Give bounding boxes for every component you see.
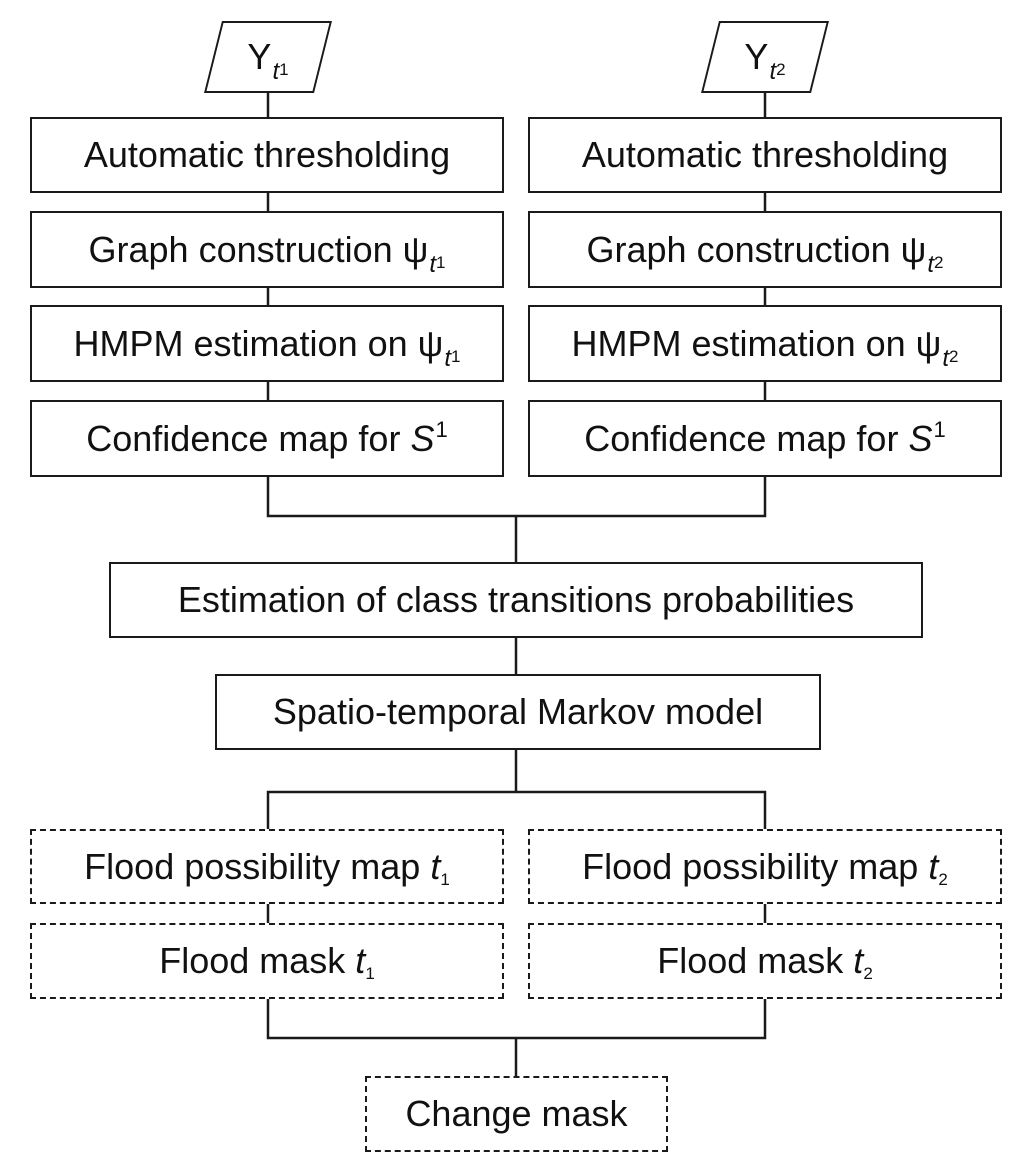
left-hmpm-box: HMPM estimation on ψt1: [30, 305, 504, 382]
left-confidence-box: Confidence map for S1: [30, 400, 504, 477]
right-graph-box: Graph construction ψt2: [528, 211, 1002, 288]
estimation-label: Estimation of class transitions probabil…: [177, 579, 855, 620]
right-graph-psi: ψ: [900, 228, 927, 270]
connector-split-outputs: [266, 790, 767, 830]
left-hmpm-psi: ψ: [417, 322, 444, 364]
input-image-right: Yt2: [710, 21, 820, 93]
right-mask-label: Flood mask t2: [657, 940, 873, 983]
left-graph-box: Graph construction ψt1: [30, 211, 504, 288]
left-hmpm-label: HMPM estimation on ψt1: [73, 322, 461, 372]
left-possibility-box: Flood possibility map t1: [30, 829, 504, 904]
left-mask-label: Flood mask t1: [159, 940, 375, 983]
left-graph-psi: ψ: [402, 228, 429, 270]
change-mask-box: Change mask: [365, 1076, 668, 1152]
input-right-base: Y: [744, 36, 769, 77]
estimation-box: Estimation of class transitions probabil…: [109, 562, 923, 638]
right-hmpm-label: HMPM estimation on ψt2: [571, 322, 959, 372]
right-graph-label: Graph construction ψt2: [586, 228, 944, 278]
right-possibility-box: Flood possibility map t2: [528, 829, 1002, 904]
input-right-var: t: [769, 58, 777, 85]
left-confidence-label: Confidence map for S1: [86, 416, 448, 459]
right-confidence-label: Confidence map for S1: [584, 416, 946, 459]
change-mask-label: Change mask: [405, 1093, 628, 1134]
left-thresholding-label: Automatic thresholding: [83, 134, 451, 175]
right-thresholding-box: Automatic thresholding: [528, 117, 1002, 193]
left-possibility-label: Flood possibility map t1: [84, 845, 450, 889]
right-confidence-box: Confidence map for S1: [528, 400, 1002, 477]
input-image-left: Yt1: [213, 21, 323, 93]
left-mask-box: Flood mask t1: [30, 923, 504, 999]
input-left-var: t: [272, 58, 280, 85]
input-left-base: Y: [247, 36, 272, 77]
right-mask-box: Flood mask t2: [528, 923, 1002, 999]
markov-label: Spatio-temporal Markov model: [272, 691, 764, 732]
right-thresholding-label: Automatic thresholding: [581, 134, 949, 175]
connector-merge-confidence: [266, 476, 767, 518]
right-hmpm-box: HMPM estimation on ψt2: [528, 305, 1002, 382]
right-hmpm-psi: ψ: [915, 322, 942, 364]
left-graph-label: Graph construction ψt1: [88, 228, 446, 278]
input-right-index: 2: [776, 60, 786, 79]
markov-box: Spatio-temporal Markov model: [215, 674, 821, 750]
connector-merge-masks: [266, 998, 767, 1040]
left-thresholding-box: Automatic thresholding: [30, 117, 504, 193]
right-possibility-label: Flood possibility map t2: [582, 845, 948, 889]
input-left-index: 1: [279, 60, 289, 79]
